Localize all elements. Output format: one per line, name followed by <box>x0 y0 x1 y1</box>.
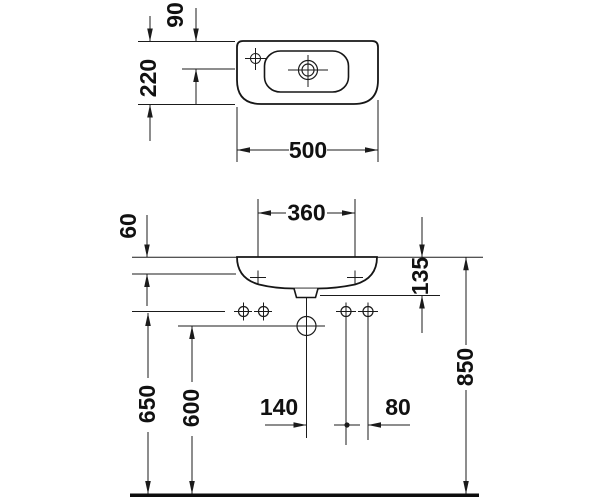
dim-label-650: 650 <box>134 385 160 423</box>
drain-hole-icon <box>288 55 328 87</box>
dimension-dot <box>344 422 350 428</box>
supply-connections <box>234 302 378 321</box>
dim-label-60: 60 <box>115 213 141 239</box>
top-view-dimension-lines <box>138 8 379 162</box>
basin-bowl-top <box>263 50 350 93</box>
drain-fitting <box>293 288 319 299</box>
dim-label-600: 600 <box>178 389 204 427</box>
floor-line <box>130 493 479 497</box>
dim-label-90: 90 <box>162 2 188 28</box>
mounting-hole-right-icon <box>347 270 363 285</box>
dim-label-140: 140 <box>260 394 298 420</box>
mounting-hole-left-icon <box>250 270 266 285</box>
waste-outlet-icon <box>288 315 325 337</box>
dim-label-500: 500 <box>289 137 327 163</box>
dim-label-360: 360 <box>287 200 325 226</box>
dim-label-220: 220 <box>135 59 161 97</box>
dim-label-80: 80 <box>385 394 411 420</box>
tap-hole-icon <box>245 48 266 70</box>
dim-label-850: 850 <box>452 348 478 386</box>
front-view <box>234 256 378 337</box>
top-view <box>236 40 379 105</box>
dimension-labels: 90 220 500 360 60 135 650 600 140 80 850 <box>115 2 478 427</box>
front-view-dimension-lines <box>132 199 483 494</box>
dim-label-135: 135 <box>407 257 433 296</box>
